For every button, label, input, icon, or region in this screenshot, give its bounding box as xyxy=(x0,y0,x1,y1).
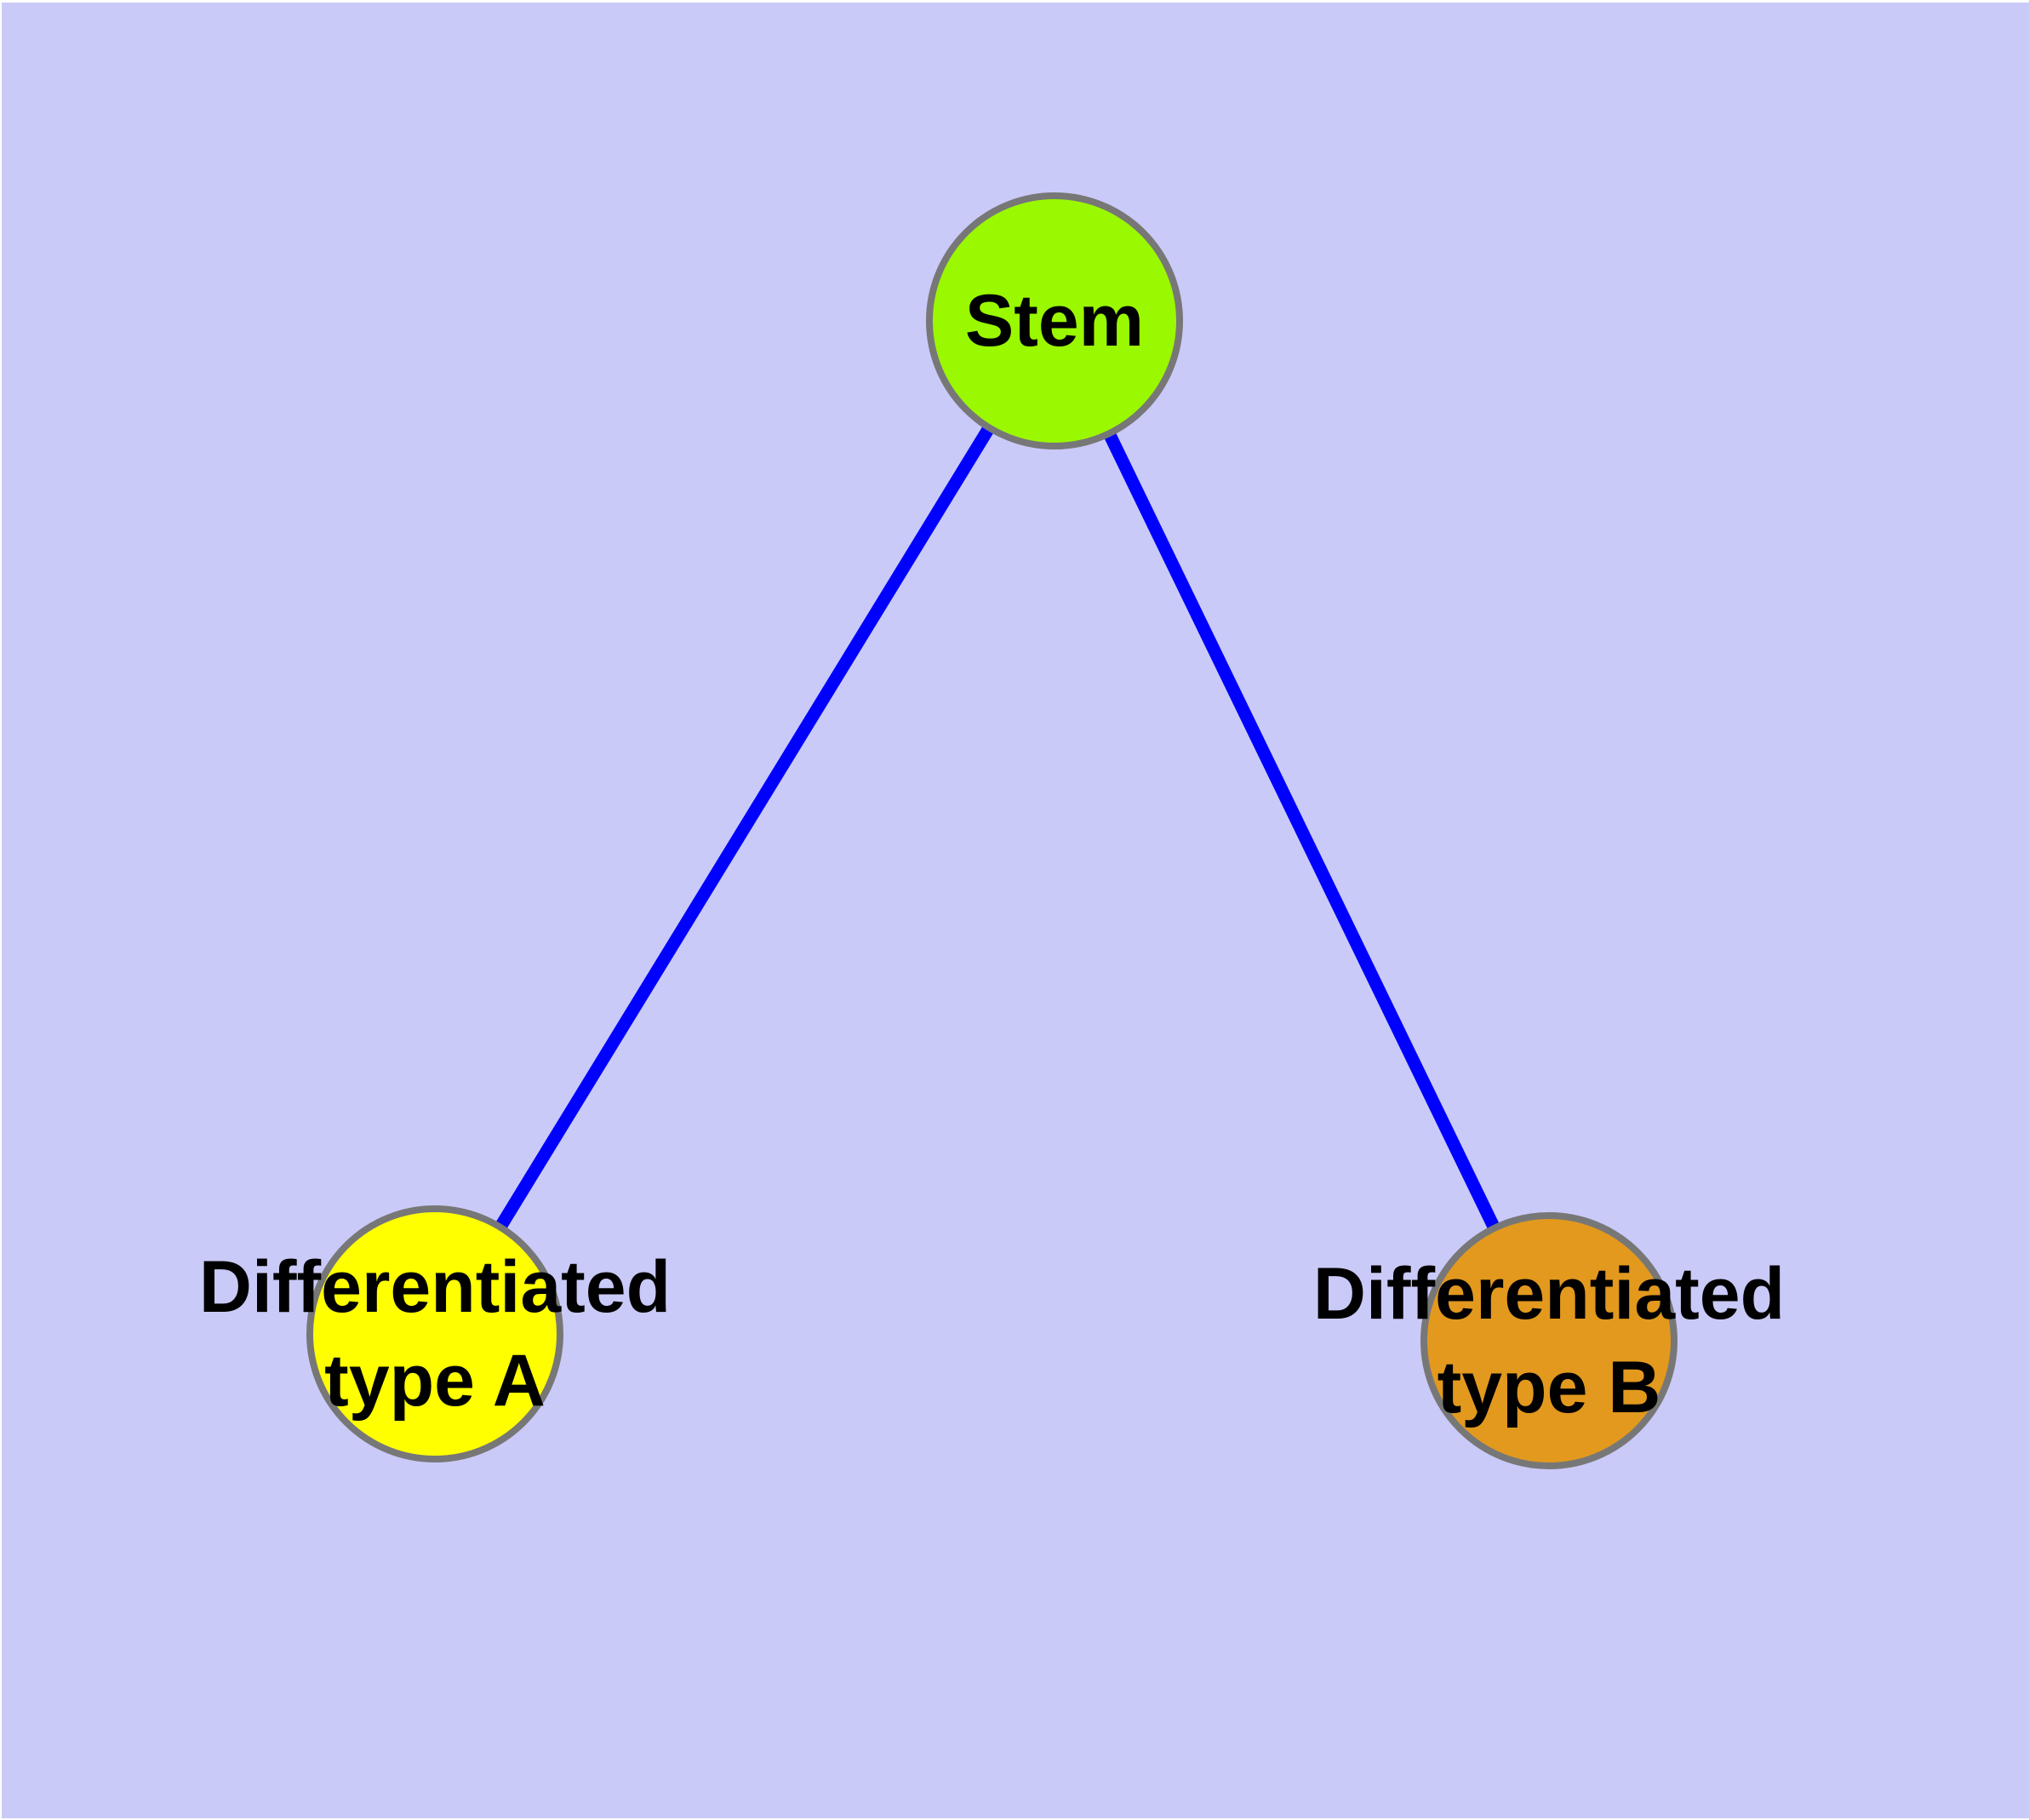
edge-stem-to-type-b xyxy=(1049,318,1555,1344)
edge-stem-to-type-a xyxy=(429,318,1060,1337)
node-differentiated-type-b-circle xyxy=(1420,1212,1677,1469)
diagram-canvas: Stem Differentiated type A Differentiate… xyxy=(2,3,2029,1818)
node-differentiated-type-a-circle xyxy=(306,1205,563,1462)
node-stem-circle xyxy=(926,192,1183,449)
graph-svg xyxy=(306,192,1677,1469)
